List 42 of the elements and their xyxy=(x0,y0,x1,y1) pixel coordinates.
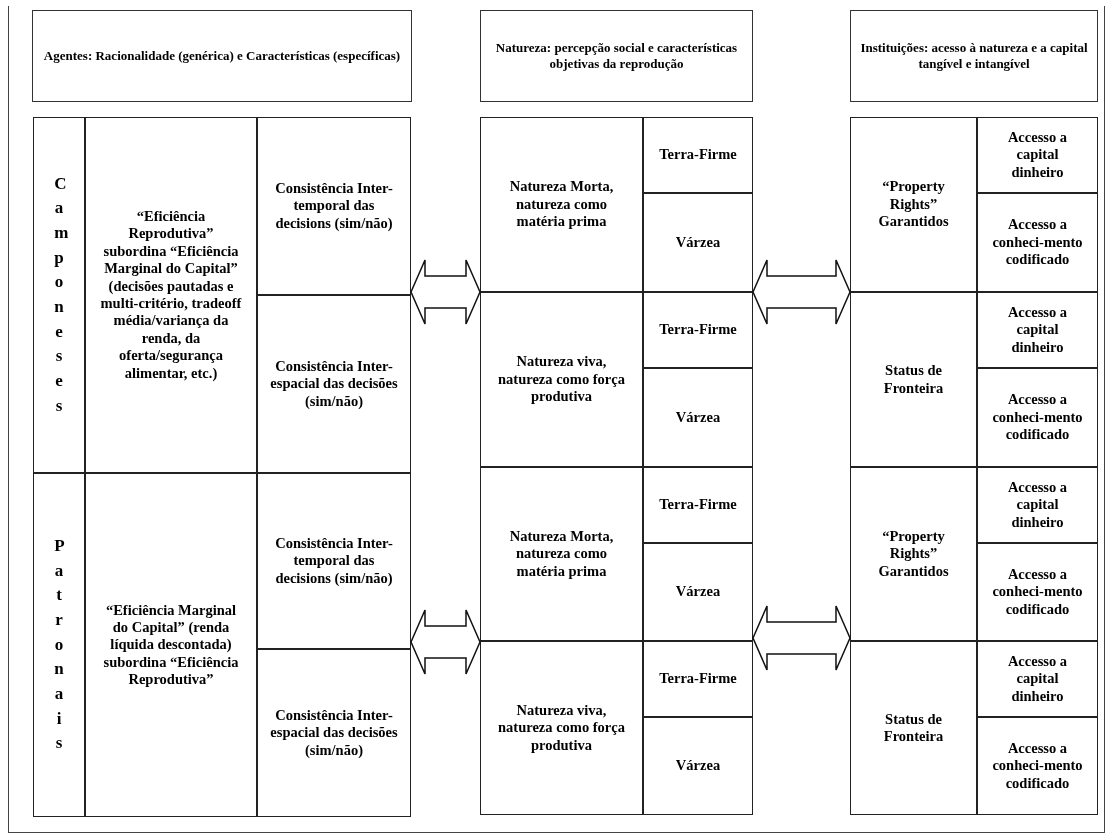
double-arrow xyxy=(752,605,851,671)
table-frame xyxy=(33,117,411,817)
table-frame xyxy=(850,117,1098,815)
header-box: Instituições: acesso à natureza e a capital tangível e intangível xyxy=(850,10,1098,102)
table-cell: Várzea xyxy=(643,193,753,292)
table-cell: Natureza Morta, natureza como matéria prima xyxy=(480,467,643,641)
table-cell: Natureza viva, natureza como força produtiva xyxy=(480,292,643,467)
header-box: Agentes: Racionalidade (genérica) e Características (específicas) xyxy=(32,10,412,102)
table-cell: “Property Rights” Garantidos xyxy=(850,117,977,292)
table-cell: Consistência Inter-temporal das decisions (sim/não) xyxy=(257,117,411,295)
table-cell: Consistência Inter-temporal das decisions (sim/não) xyxy=(257,473,411,649)
table-cell: Consistência Inter-espacial das decisões (sim/não) xyxy=(257,295,411,473)
table-cell: Accesso a capital dinheiro xyxy=(977,117,1098,193)
table-cell: Status de Fronteira xyxy=(850,292,977,467)
double-arrow xyxy=(752,259,851,325)
table-cell: Terra-Firme xyxy=(643,292,753,368)
table-cell: Accesso a conheci-mento codificado xyxy=(977,543,1098,641)
table-cell: Terra-Firme xyxy=(643,641,753,717)
table-cell: Status de Fronteira xyxy=(850,641,977,815)
table-cell: Patronais xyxy=(33,473,85,817)
header-box: Natureza: percepção social e características objetivas da reprodução xyxy=(480,10,753,102)
table-cell: Várzea xyxy=(643,368,753,467)
table-cell: Terra-Firme xyxy=(643,467,753,543)
table-cell: Terra-Firme xyxy=(643,117,753,193)
table-cell: Accesso a capital dinheiro xyxy=(977,467,1098,543)
table-cell: “Eficiência Reprodutiva” subordina “Eficiência Marginal do Capital” (decisões pautadas e multi-critério, tradeoff média/variança da renda, da oferta/segurança alimentar, etc.) xyxy=(85,117,257,473)
table-cell: Natureza Morta, natureza como matéria prima xyxy=(480,117,643,292)
table-frame xyxy=(480,117,753,815)
table-cell: Camponeses xyxy=(33,117,85,473)
table-cell: “Eficiência Marginal do Capital” (renda líquida descontada) subordina “Eficiência Reprodutiva” xyxy=(85,473,257,817)
table-cell: Accesso a conheci-mento codificado xyxy=(977,717,1098,815)
table-cell: Accesso a conheci-mento codificado xyxy=(977,368,1098,467)
table-cell: Accesso a capital dinheiro xyxy=(977,292,1098,368)
table-cell: Natureza viva, natureza como força produtiva xyxy=(480,641,643,815)
table-cell: Accesso a capital dinheiro xyxy=(977,641,1098,717)
table-cell: Accesso a conheci-mento codificado xyxy=(977,193,1098,292)
double-arrow xyxy=(410,609,481,675)
table-cell: “Property Rights” Garantidos xyxy=(850,467,977,641)
table-cell: Várzea xyxy=(643,717,753,815)
double-arrow xyxy=(410,259,481,325)
table-cell: Consistência Inter-espacial das decisões (sim/não) xyxy=(257,649,411,817)
table-cell: Várzea xyxy=(643,543,753,641)
